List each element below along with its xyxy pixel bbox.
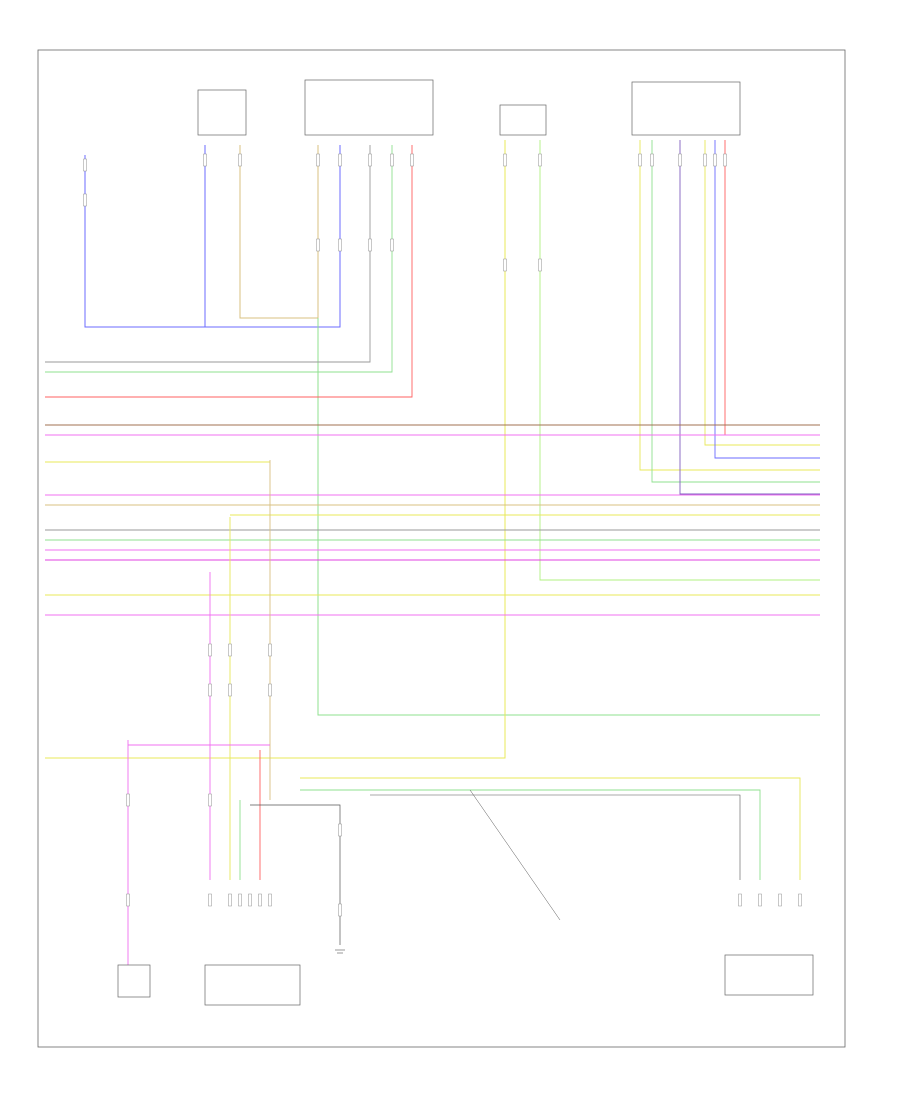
connector-pin [208, 683, 212, 697]
connector-pin [208, 643, 212, 657]
connector-pin [650, 153, 654, 167]
connector-pin [83, 158, 87, 172]
wire-gray-left [45, 145, 371, 363]
wire-green-left [45, 145, 393, 373]
wire-switch [250, 804, 341, 945]
connector-pin [390, 153, 394, 167]
connector-pin [238, 153, 242, 167]
wire-lime-sensor [539, 140, 820, 581]
wire-purple-right [679, 140, 820, 495]
component-c8 [204, 964, 301, 1006]
connector-pin [368, 153, 372, 167]
connector-pin [390, 238, 394, 252]
connector-pin [368, 238, 372, 252]
wire-green-bottom [300, 789, 761, 880]
wire-red-left [45, 145, 413, 398]
wire-yellow-right [639, 140, 820, 471]
connector-pin [338, 903, 342, 917]
connector-pin [258, 893, 262, 907]
connector-pin [798, 893, 802, 907]
connector-pin [338, 153, 342, 167]
component-c11 [724, 954, 814, 996]
connector-pin [316, 153, 320, 167]
wire-blue-right [714, 140, 820, 459]
connector-pin [738, 893, 742, 907]
component-c3 [304, 79, 434, 136]
connector-pin [238, 893, 242, 907]
ground-symbol [335, 949, 345, 954]
connector-pin [83, 193, 87, 207]
connector-pin [503, 258, 507, 272]
wire-yellow-right-2 [704, 140, 820, 446]
diagram-frame [37, 49, 846, 1048]
connector-pin [703, 153, 707, 167]
bus-lines [45, 424, 820, 616]
wire-yellow-bottom [300, 777, 801, 880]
connector-pin [228, 683, 232, 697]
component-c5 [631, 81, 741, 136]
connector-pin [126, 793, 130, 807]
connector-pin [758, 893, 762, 907]
wire-green-long [317, 318, 820, 716]
component-c4 [499, 104, 547, 136]
wire-yellow-long [45, 140, 506, 759]
connector-pin [723, 153, 727, 167]
connector-pin [713, 153, 717, 167]
connector-pin [338, 238, 342, 252]
connector-pin [778, 893, 782, 907]
connector-pin [316, 238, 320, 252]
component-c2 [197, 89, 247, 136]
connector-pin [410, 153, 414, 167]
wire-tan-center [239, 145, 319, 319]
wire-blue-center [205, 145, 341, 328]
connector-pin [268, 643, 272, 657]
connector-pin [208, 893, 212, 907]
connector-pin [538, 258, 542, 272]
connector-pin [678, 153, 682, 167]
wire-blue-left [84, 145, 206, 328]
connector-pin [268, 683, 272, 697]
connector-pin [338, 823, 342, 837]
wire-black-bottom [370, 794, 741, 880]
leader-line [469, 789, 561, 921]
component-c7 [117, 964, 151, 998]
connector-marks [83, 153, 802, 917]
wire-red-right [724, 140, 820, 436]
wire-green-right [651, 140, 820, 483]
connector-pin [248, 893, 252, 907]
components-layer [117, 79, 814, 1006]
connector-pin [638, 153, 642, 167]
connector-pin [126, 893, 130, 907]
connector-pin [208, 793, 212, 807]
connector-pin [228, 893, 232, 907]
connector-pin [538, 153, 542, 167]
connector-pin [203, 153, 207, 167]
connector-pin [228, 643, 232, 657]
connector-pin [503, 153, 507, 167]
wires-layer [45, 140, 820, 965]
connector-pin [268, 893, 272, 907]
